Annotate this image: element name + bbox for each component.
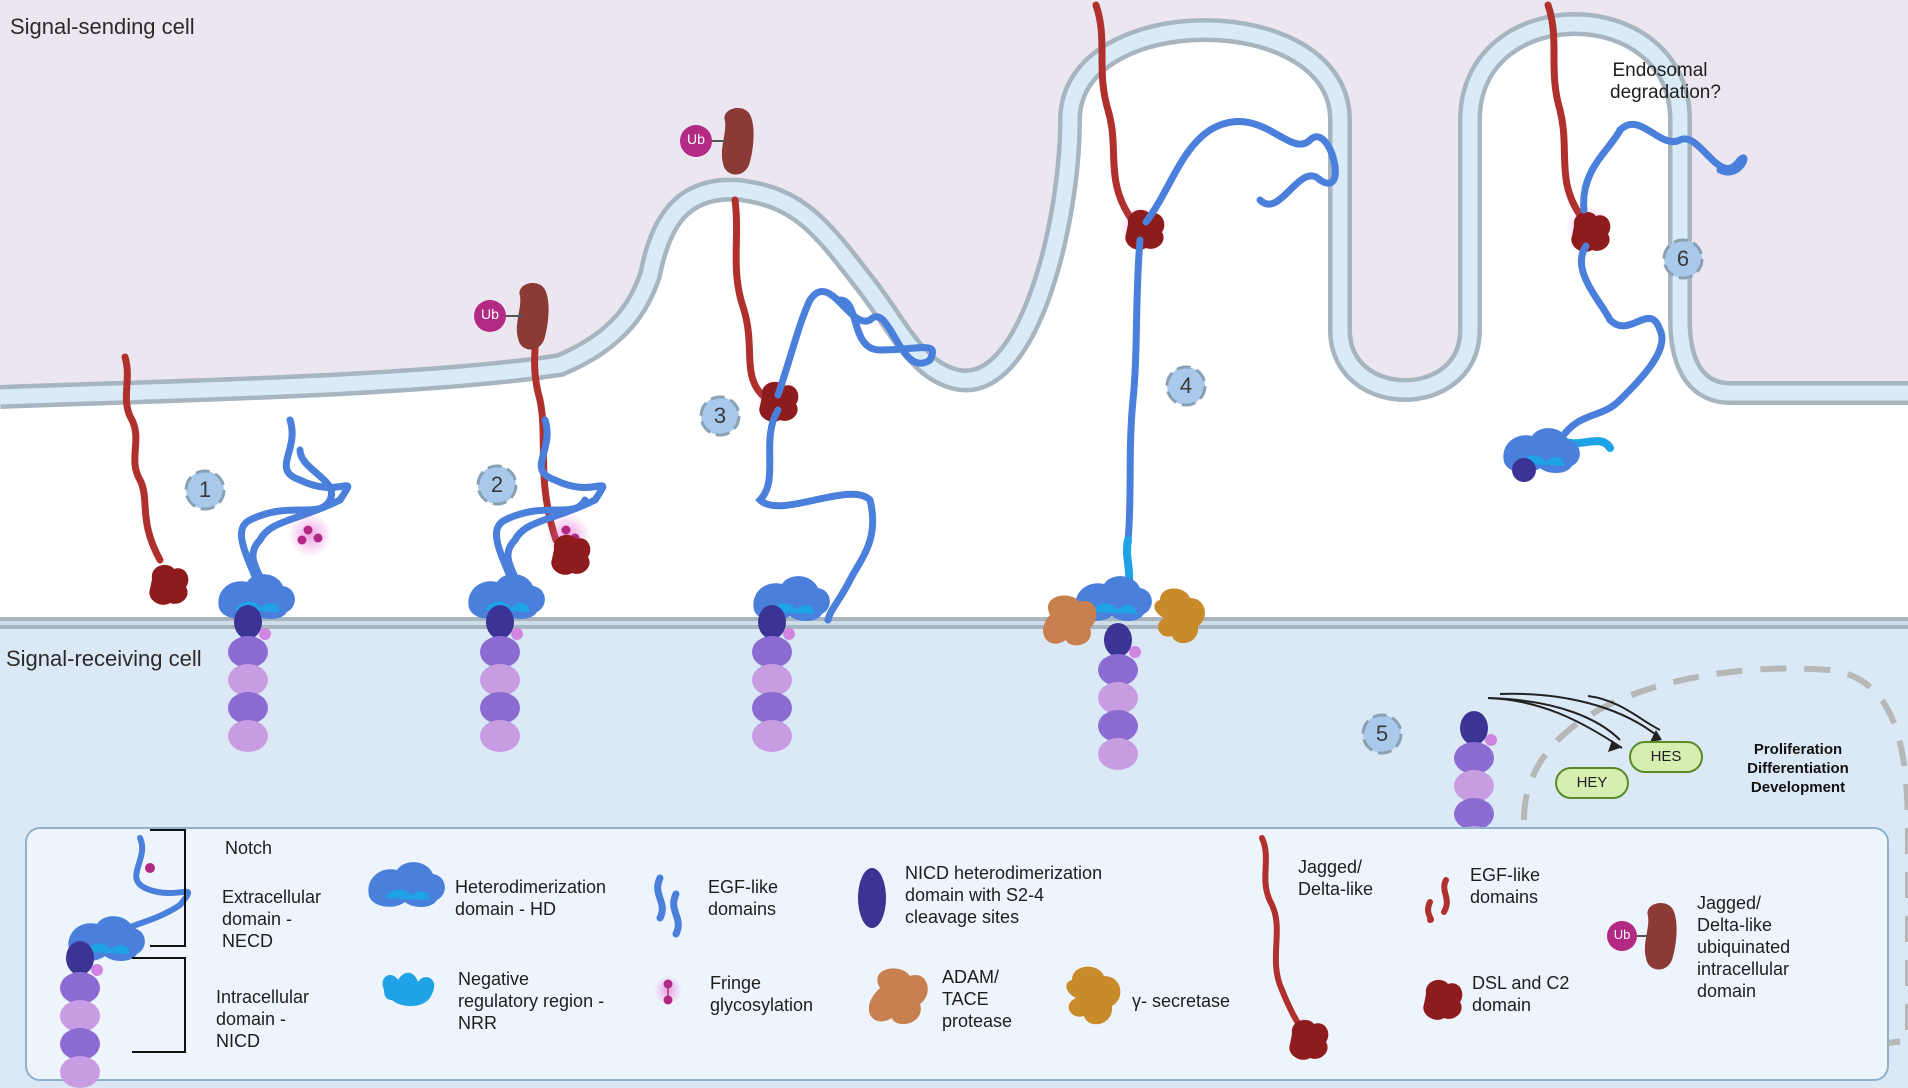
step-6: 6 — [1676, 246, 1690, 271]
step-4: 4 — [1179, 373, 1193, 398]
notch-ecd-4 — [1124, 118, 1339, 544]
nicd-bracket — [132, 957, 186, 1053]
legend-egf-icon — [654, 874, 666, 922]
dsl-domain-6 — [1571, 211, 1611, 252]
step-3: 3 — [713, 403, 727, 428]
ub-label-2: Ub — [481, 306, 499, 322]
ub-chain-3 — [721, 107, 754, 175]
legend-notch-icon — [107, 835, 192, 943]
nucleus-envelope — [1521, 665, 1908, 1053]
ligand-4 — [1092, 1, 1136, 224]
sending-cell-label: Signal-sending cell — [10, 14, 195, 39]
dsl-domain-2 — [551, 534, 591, 575]
ligand-1 — [121, 353, 164, 564]
step-markers — [184, 238, 1704, 755]
outcomes-label: Proliferation Differentiation Developmen… — [1747, 741, 1849, 796]
notch-ecd-3 — [755, 288, 936, 624]
notch-ecd-2 — [492, 416, 607, 597]
sending-cell-region — [0, 0, 1908, 390]
legend-dsl-icon — [1423, 979, 1463, 1020]
hes-box — [1629, 741, 1703, 773]
ub-icon-2 — [474, 300, 506, 332]
ub-label-3: Ub — [687, 131, 705, 147]
hey-box — [1555, 767, 1629, 799]
legend-jagged: Jagged/Delta-like — [1298, 857, 1374, 899]
legend-gamma-icon — [1066, 966, 1121, 1025]
legend-notch: Notch — [225, 838, 273, 858]
hes-label: HES — [1650, 748, 1682, 765]
dsl-domain-4 — [1125, 209, 1165, 250]
sending-membrane-inner — [0, 16, 1908, 405]
gamma-secretase-4 — [1154, 588, 1205, 644]
receiving-cell-label: Signal-receiving cell — [6, 646, 202, 671]
endosomal-degradation-label: Endosomal degradation? — [1610, 60, 1721, 103]
legend-ligand-icon — [1259, 835, 1305, 1033]
legend-nicd-hd-icon — [858, 868, 886, 928]
legend-nrr-icon — [382, 972, 435, 1007]
legend-adam-icon — [868, 968, 928, 1025]
necd-bracket — [150, 829, 186, 947]
dsl-domain-1 — [149, 564, 189, 605]
legend-ub-icon — [1607, 921, 1637, 951]
ligand-6 — [1544, 1, 1584, 219]
legend-panel — [25, 827, 1889, 1081]
step-5: 5 — [1375, 721, 1389, 746]
step-2: 2 — [490, 472, 504, 497]
notch-ecd-6 — [1556, 120, 1748, 444]
legend-gamma: γ- secretase — [1132, 991, 1231, 1011]
adam-protease-4 — [1042, 595, 1097, 646]
legend-ub-label: Ub — [1613, 927, 1631, 942]
ligand-3 — [731, 196, 772, 404]
step-1: 1 — [198, 477, 212, 502]
legend-ub-chain-icon — [1644, 902, 1677, 970]
hey-label: HEY — [1576, 774, 1608, 791]
notch-ecd-1 — [237, 416, 352, 597]
legend-egf-ligand-icon — [1425, 877, 1450, 923]
ub-icon-3 — [680, 125, 712, 157]
